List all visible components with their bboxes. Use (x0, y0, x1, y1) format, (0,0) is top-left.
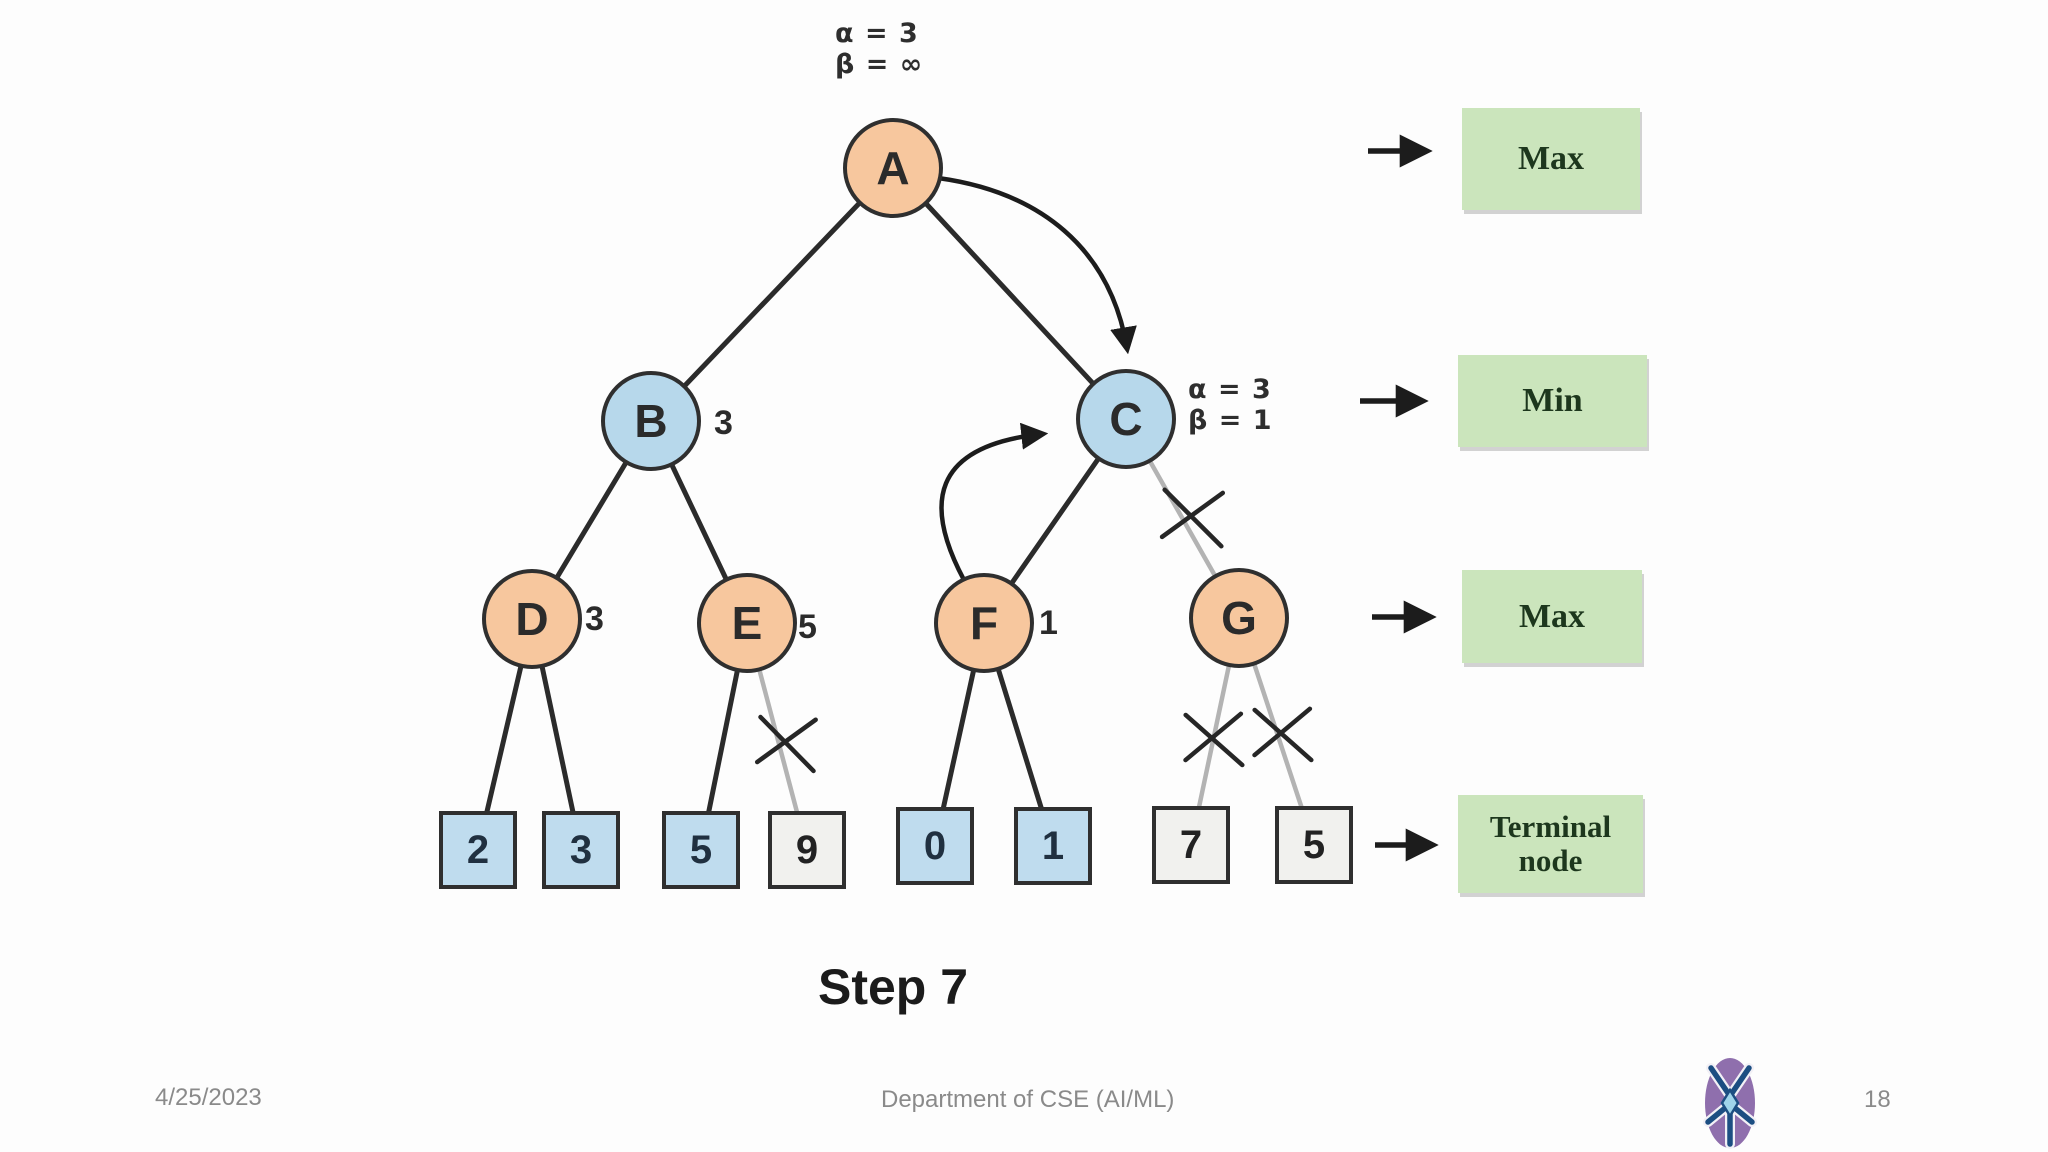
legend-arrows (1360, 134, 1439, 862)
terminal-node-2: 2 (439, 811, 517, 889)
footer-date: 4/25/2023 (155, 1084, 262, 1111)
node-a-label: A (876, 142, 910, 194)
root-alpha: α = 3 (835, 18, 919, 49)
terminal-7-value: 7 (1179, 822, 1203, 867)
legend-box-max2: Max (1462, 570, 1642, 663)
backtrack-arrow-f-c (939, 422, 1049, 583)
node-b-label: B (634, 395, 668, 447)
terminal-5b-value: 5 (1302, 822, 1326, 867)
legend-max1-label: Max (1517, 140, 1585, 178)
terminal-1-value: 1 (1041, 823, 1065, 868)
node-e: E (697, 573, 797, 673)
legend-box-max1: Max (1462, 108, 1640, 210)
terminal-node-5a: 5 (662, 811, 740, 889)
node-c: C (1076, 369, 1176, 469)
c-alpha: α = 3 (1188, 374, 1272, 405)
edge-a-c (890, 165, 1129, 422)
node-g-label: G (1221, 592, 1257, 644)
legend-terminal-label: Terminal node (1489, 808, 1612, 878)
step-caption: Step 7 (817, 959, 969, 1015)
terminal-2-value: 2 (466, 827, 490, 872)
institute-logo (1703, 1058, 1757, 1149)
node-b: B (601, 371, 701, 471)
node-e-value: 5 (798, 608, 817, 646)
terminal-node-0: 0 (896, 807, 974, 885)
c-beta: β = 1 (1188, 405, 1273, 436)
prune-x-g-7 (1183, 711, 1245, 768)
node-b-value: 3 (714, 404, 733, 442)
terminal-0-value: 0 (923, 823, 947, 868)
backtrack-arrow-a-c (935, 175, 1137, 355)
footer-department: Department of CSE (AI/ML) (881, 1086, 1175, 1113)
terminal-3-value: 3 (569, 827, 593, 872)
legend-max2-label: Max (1518, 597, 1586, 635)
node-a: A (843, 118, 943, 218)
edge-a-b (648, 165, 896, 424)
logo-center-diamond (1720, 1087, 1740, 1119)
terminal-5a-value: 5 (689, 827, 713, 872)
terminal-9-value: 9 (795, 827, 819, 872)
root-beta: β = ∞ (835, 49, 924, 80)
prune-x-g-5 (1252, 706, 1314, 763)
node-g: G (1189, 568, 1289, 668)
legend-box-min: Min (1458, 355, 1647, 447)
legend-min-label: Min (1522, 382, 1583, 420)
terminal-node-5b: 5 (1275, 806, 1353, 884)
backtrack-arrows (935, 175, 1137, 583)
node-d-label: D (515, 593, 549, 645)
legend-box-terminal: Terminal node (1458, 795, 1643, 893)
node-e-label: E (731, 597, 763, 649)
footer-page-number: 18 (1864, 1086, 1891, 1113)
prune-x-e-9 (754, 714, 818, 774)
terminal-node-7: 7 (1152, 806, 1230, 884)
terminal-node-3: 3 (542, 811, 620, 889)
terminal-node-9: 9 (768, 811, 846, 889)
node-f: F (934, 573, 1034, 673)
node-c-label: C (1109, 393, 1143, 445)
visited-edges (475, 165, 1129, 853)
node-d: D (482, 569, 582, 669)
prune-marks (754, 487, 1314, 774)
node-d-value: 3 (585, 600, 604, 638)
node-f-value: 1 (1039, 604, 1058, 642)
node-f-label: F (969, 597, 999, 649)
prune-x-c-g (1159, 487, 1226, 549)
terminal-node-1: 1 (1014, 807, 1092, 885)
